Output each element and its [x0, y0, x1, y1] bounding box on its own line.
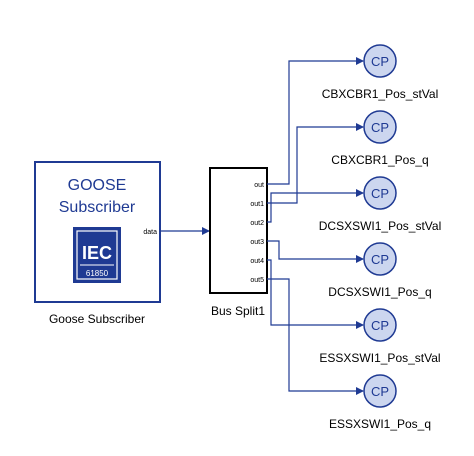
bus-port-label-out1: out1: [250, 201, 264, 208]
cp-block-3[interactable]: CP: [363, 242, 397, 276]
cp-block-5[interactable]: CP: [363, 374, 397, 408]
bus-port-label-out4: out4: [250, 258, 264, 265]
cp-block-1[interactable]: CP: [363, 110, 397, 144]
iec-logo-icon: IEC 61850: [73, 227, 121, 283]
cp-label: DCSXSWI1_Pos_q: [328, 285, 431, 299]
cp-symbol: CP: [371, 384, 389, 399]
cp-label: CBXCBR1_Pos_q: [331, 153, 428, 167]
cp-block-2[interactable]: CP: [363, 176, 397, 210]
goose-title-line2: Subscriber: [59, 199, 136, 216]
cp-symbol: CP: [371, 252, 389, 267]
wire-out-2[interactable]: [267, 189, 364, 223]
wire-out-0[interactable]: [267, 57, 364, 185]
goose-subscriber-caption: Goose Subscriber: [49, 312, 145, 326]
cp-circle: [363, 242, 397, 276]
svg-text:IEC: IEC: [82, 243, 112, 263]
svg-text:61850: 61850: [86, 269, 109, 278]
wire-out-4[interactable]: [267, 259, 364, 329]
cp-label: ESSXSWI1_Pos_stVal: [319, 351, 440, 365]
cp-label: DCSXSWI1_Pos_stVal: [319, 219, 442, 233]
cp-symbol: CP: [371, 54, 389, 69]
cp-circle: [363, 176, 397, 210]
wire-out-1[interactable]: [267, 123, 364, 204]
bus-port-label-out: out: [254, 182, 264, 189]
goose-data-port-label: data: [143, 229, 157, 236]
cp-circle: [363, 308, 397, 342]
cp-label: CBXCBR1_Pos_stVal: [322, 87, 439, 101]
wire-out-3[interactable]: [267, 240, 364, 263]
cp-block-4[interactable]: CP: [363, 308, 397, 342]
goose-subscriber-block[interactable]: GOOSE Subscriber IEC 61850 data: [34, 161, 161, 303]
cp-circle: [363, 44, 397, 78]
wire-out-5[interactable]: [267, 278, 364, 395]
cp-symbol: CP: [371, 318, 389, 333]
cp-symbol: CP: [371, 120, 389, 135]
cp-circle: [363, 374, 397, 408]
cp-circle: [363, 110, 397, 144]
bus-port-label-out3: out3: [250, 239, 264, 246]
bus-port-label-out2: out2: [250, 220, 264, 227]
bus-split-block[interactable]: out out1 out2 out3 out4 out5: [209, 167, 268, 294]
cp-label: ESSXSWI1_Pos_q: [329, 417, 431, 431]
cp-symbol: CP: [371, 186, 389, 201]
bus-split-caption: Bus Split1: [211, 304, 265, 318]
cp-block-0[interactable]: CP: [363, 44, 397, 78]
goose-title-line1: GOOSE: [68, 177, 127, 194]
bus-split-frame: [209, 167, 268, 294]
bus-port-label-out5: out5: [250, 277, 264, 284]
